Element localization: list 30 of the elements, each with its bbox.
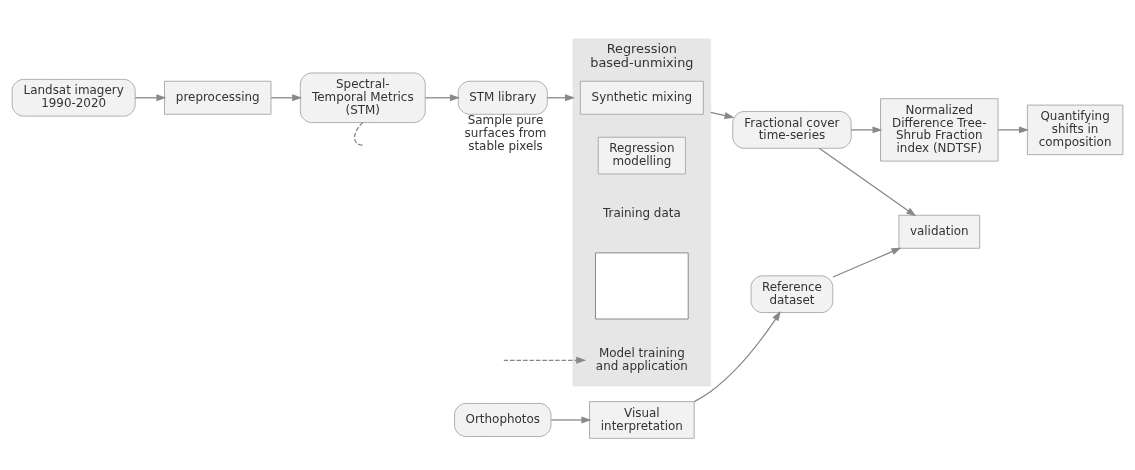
arrow <box>424 94 460 102</box>
arrow <box>134 94 167 102</box>
node-box: Orthophotos <box>454 403 552 437</box>
node-box: Spectral-Temporal Metrics (STM) <box>299 72 426 123</box>
node-box: preprocessing <box>164 80 272 115</box>
node-label: Sample pure surfaces from stable pixels <box>464 112 547 153</box>
arrow <box>550 416 592 424</box>
node-box: validation <box>898 214 981 249</box>
arrow <box>503 356 587 364</box>
arrow <box>710 111 735 119</box>
node-text: Training data <box>603 205 681 220</box>
node-box: Visual interpretation <box>589 401 695 439</box>
arrow <box>546 94 575 102</box>
arrow <box>818 147 917 217</box>
node-box: Landsat imagery 1990-2020 <box>11 78 136 117</box>
node-box: Quantifying shifts in composition <box>1026 104 1124 156</box>
arrow <box>693 311 781 403</box>
node-box: Synthetic mixing <box>579 80 704 115</box>
node-box: Reference dataset <box>750 275 834 314</box>
node-box: STM library <box>457 80 548 115</box>
node-box: Regression modelling <box>597 136 686 175</box>
node-text: Model training and application <box>595 346 688 373</box>
arrow <box>270 94 303 102</box>
arrow <box>850 126 883 134</box>
arrow <box>997 126 1029 134</box>
arrow <box>832 247 902 278</box>
node-box: Normalized Difference Tree-Shrub Fraction index (NDTSF) <box>880 98 999 162</box>
connector <box>353 121 364 146</box>
node-box <box>595 252 689 320</box>
node-box: Fractional cover time-series <box>732 111 852 149</box>
